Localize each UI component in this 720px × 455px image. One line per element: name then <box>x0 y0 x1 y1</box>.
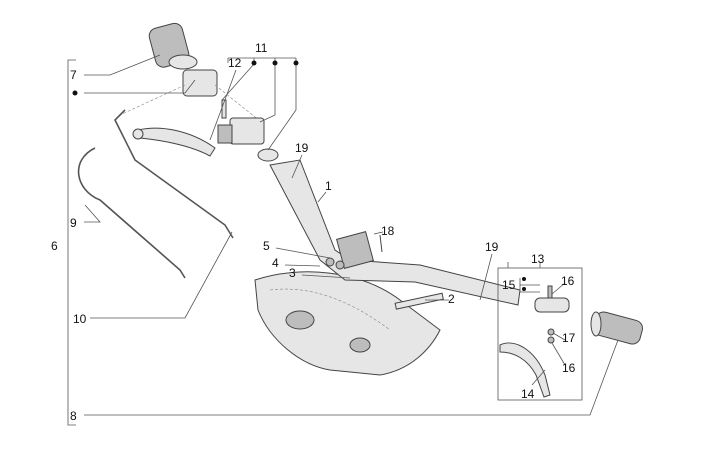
label-17: 17 <box>562 331 576 345</box>
label-4: 4 <box>272 256 279 270</box>
label-5: 5 <box>263 239 270 253</box>
label-13: 13 <box>531 252 545 266</box>
label-10: 10 <box>73 312 87 326</box>
group-6-bracket <box>67 59 76 426</box>
leader-lines <box>84 54 619 416</box>
switch-housing-part <box>119 69 266 126</box>
left-brake-lever-part <box>132 127 216 157</box>
left-grip-part <box>148 22 198 70</box>
label-19-right: 19 <box>485 240 499 254</box>
label-7: 7 <box>70 68 77 82</box>
label-8: 8 <box>70 409 77 423</box>
label-15: 15 <box>502 278 516 292</box>
handlebar-part <box>269 159 521 310</box>
label-9: 9 <box>70 216 77 230</box>
cable-9-part <box>77 147 186 279</box>
label-19-left: 19 <box>295 141 309 155</box>
handlebar-cover-part <box>254 271 441 376</box>
label-18: 18 <box>381 224 395 238</box>
label-16-top: 16 <box>561 274 575 288</box>
label-3: 3 <box>289 266 296 280</box>
group-13-box <box>497 262 583 401</box>
label-2: 2 <box>448 292 455 306</box>
label-16-bottom: 16 <box>562 361 576 375</box>
label-1: 1 <box>325 179 332 193</box>
label-6: 6 <box>51 239 58 253</box>
label-12: 12 <box>228 56 242 70</box>
label-14: 14 <box>521 387 535 401</box>
bullet-markers <box>72 60 526 291</box>
master-cylinder-part <box>217 99 279 162</box>
cable-10-part <box>114 109 234 239</box>
right-grip-part <box>590 311 643 345</box>
label-11: 11 <box>255 41 268 55</box>
